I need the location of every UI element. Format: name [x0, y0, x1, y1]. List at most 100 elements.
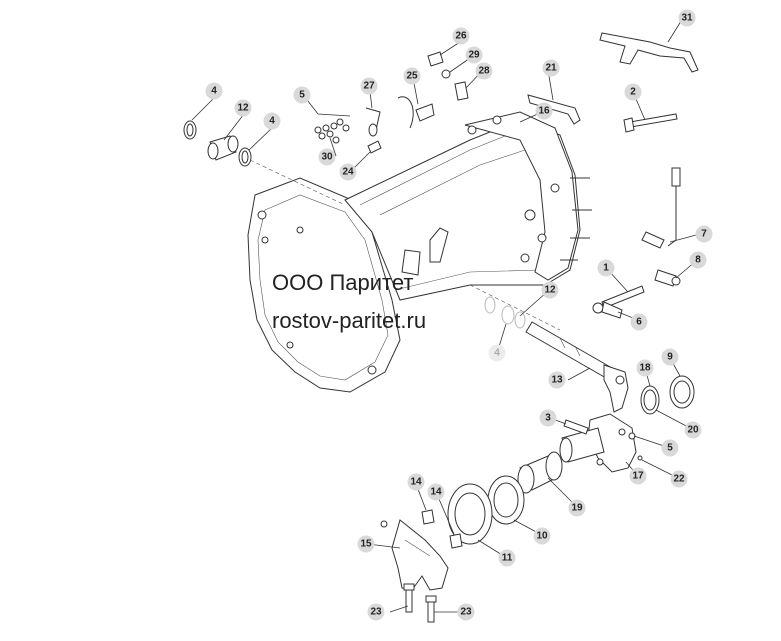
- callout-number: 26: [455, 31, 467, 42]
- callout-c31: 31: [678, 9, 696, 27]
- bolt-3: [563, 419, 589, 435]
- seal-ring-right: [238, 147, 252, 167]
- callout-c20: 20: [684, 421, 702, 439]
- pin-14: [380, 509, 463, 549]
- callout-c26: 26: [452, 27, 470, 45]
- callout-c4a: 4: [205, 82, 223, 100]
- callout-c16: 16: [535, 102, 553, 120]
- shaft-13: [525, 321, 629, 413]
- callout-number: 15: [360, 539, 372, 550]
- callout-circle: [339, 163, 357, 181]
- seal-9: [669, 375, 695, 409]
- callout-c14b: 14: [427, 483, 445, 501]
- callout-circle: [695, 225, 713, 243]
- callout-c18: 18: [636, 359, 654, 377]
- callout-number: 4: [269, 116, 275, 127]
- callout-number: 4: [211, 86, 217, 97]
- callout-c5b: 5: [661, 439, 679, 457]
- callout-c13: 13: [548, 371, 566, 389]
- callout-number: 9: [667, 352, 673, 363]
- callout-number: 11: [502, 553, 513, 564]
- callout-c23a: 23: [367, 603, 385, 621]
- breather-pipe-27: [365, 107, 381, 137]
- callout-c4c: 4: [488, 344, 506, 362]
- callout-circle: [539, 409, 557, 427]
- callout-circle: [661, 348, 679, 366]
- callout-circle: [670, 470, 688, 488]
- callout-circle: [542, 59, 560, 77]
- callout-c12b: 12: [541, 281, 559, 299]
- callout-circle: [629, 467, 647, 485]
- callout-number: 4: [494, 348, 500, 359]
- bushing-12: [207, 135, 239, 161]
- release-fork-15: [391, 519, 449, 591]
- callout-number: 2: [630, 87, 636, 98]
- callout-c28: 28: [475, 62, 493, 80]
- callout-number: 24: [342, 167, 354, 178]
- callout-number: 23: [370, 607, 382, 618]
- callout-c9: 9: [661, 348, 679, 366]
- callout-circle: [568, 499, 586, 517]
- callout-number: 22: [673, 474, 685, 485]
- callout-circle: [475, 62, 493, 80]
- callout-circle: [403, 67, 421, 85]
- callout-circle: [630, 313, 648, 331]
- callout-c22: 22: [670, 470, 688, 488]
- callout-circle: [465, 46, 483, 64]
- callout-number: 17: [632, 471, 644, 482]
- release-bearing-19: [517, 451, 563, 494]
- callout-circle: [541, 281, 559, 299]
- callout-c29: 29: [465, 46, 483, 64]
- callout-number: 31: [681, 13, 693, 24]
- callout-c17: 17: [629, 467, 647, 485]
- bolt-kit: [314, 118, 382, 154]
- release-guide-17: [559, 413, 637, 473]
- callout-circle: [533, 527, 551, 545]
- ring-10: [487, 475, 525, 525]
- callout-circle: [689, 251, 707, 269]
- callout-number: 21: [545, 63, 557, 74]
- ring-12-duplicate: [484, 296, 526, 329]
- callout-c7: 7: [695, 225, 713, 243]
- callout-c11: 11: [498, 549, 516, 567]
- callout-number: 10: [536, 531, 548, 542]
- callout-c24: 24: [339, 163, 357, 181]
- callout-circle: [367, 603, 385, 621]
- callout-circle: [548, 371, 566, 389]
- callout-number: 12: [237, 103, 249, 114]
- callout-c10: 10: [533, 527, 551, 545]
- callout-c8: 8: [689, 251, 707, 269]
- callout-circle: [597, 259, 615, 277]
- callout-number: 27: [363, 81, 375, 92]
- callout-circle: [205, 82, 223, 100]
- callout-circle: [488, 344, 506, 362]
- callout-circle: [293, 86, 311, 104]
- callout-circle: [684, 421, 702, 439]
- callout-number: 16: [538, 106, 550, 117]
- bracket-21: [527, 94, 581, 125]
- callout-circle: [452, 27, 470, 45]
- callout-c23b: 23: [457, 603, 475, 621]
- ring-11: [447, 483, 493, 545]
- callout-c6: 6: [630, 313, 648, 331]
- clip-25: [397, 96, 435, 129]
- callout-c12a: 12: [234, 99, 252, 117]
- callout-number: 25: [406, 71, 418, 82]
- callout-c19: 19: [568, 499, 586, 517]
- callout-number: 20: [687, 425, 699, 436]
- callout-circle: [457, 603, 475, 621]
- callout-circle: [661, 439, 679, 457]
- callout-c25: 25: [403, 67, 421, 85]
- sensor-wire-7: [641, 167, 681, 249]
- callout-c1: 1: [597, 259, 615, 277]
- callout-c4b: 4: [263, 112, 281, 130]
- callout-circle: [318, 148, 336, 166]
- callout-c2: 2: [624, 83, 642, 101]
- callout-circle: [498, 549, 516, 567]
- bracket-31: [599, 32, 699, 73]
- callout-number: 8: [695, 255, 701, 266]
- callout-number: 14: [410, 477, 422, 488]
- watermark-company: ООО Паритет: [272, 270, 414, 295]
